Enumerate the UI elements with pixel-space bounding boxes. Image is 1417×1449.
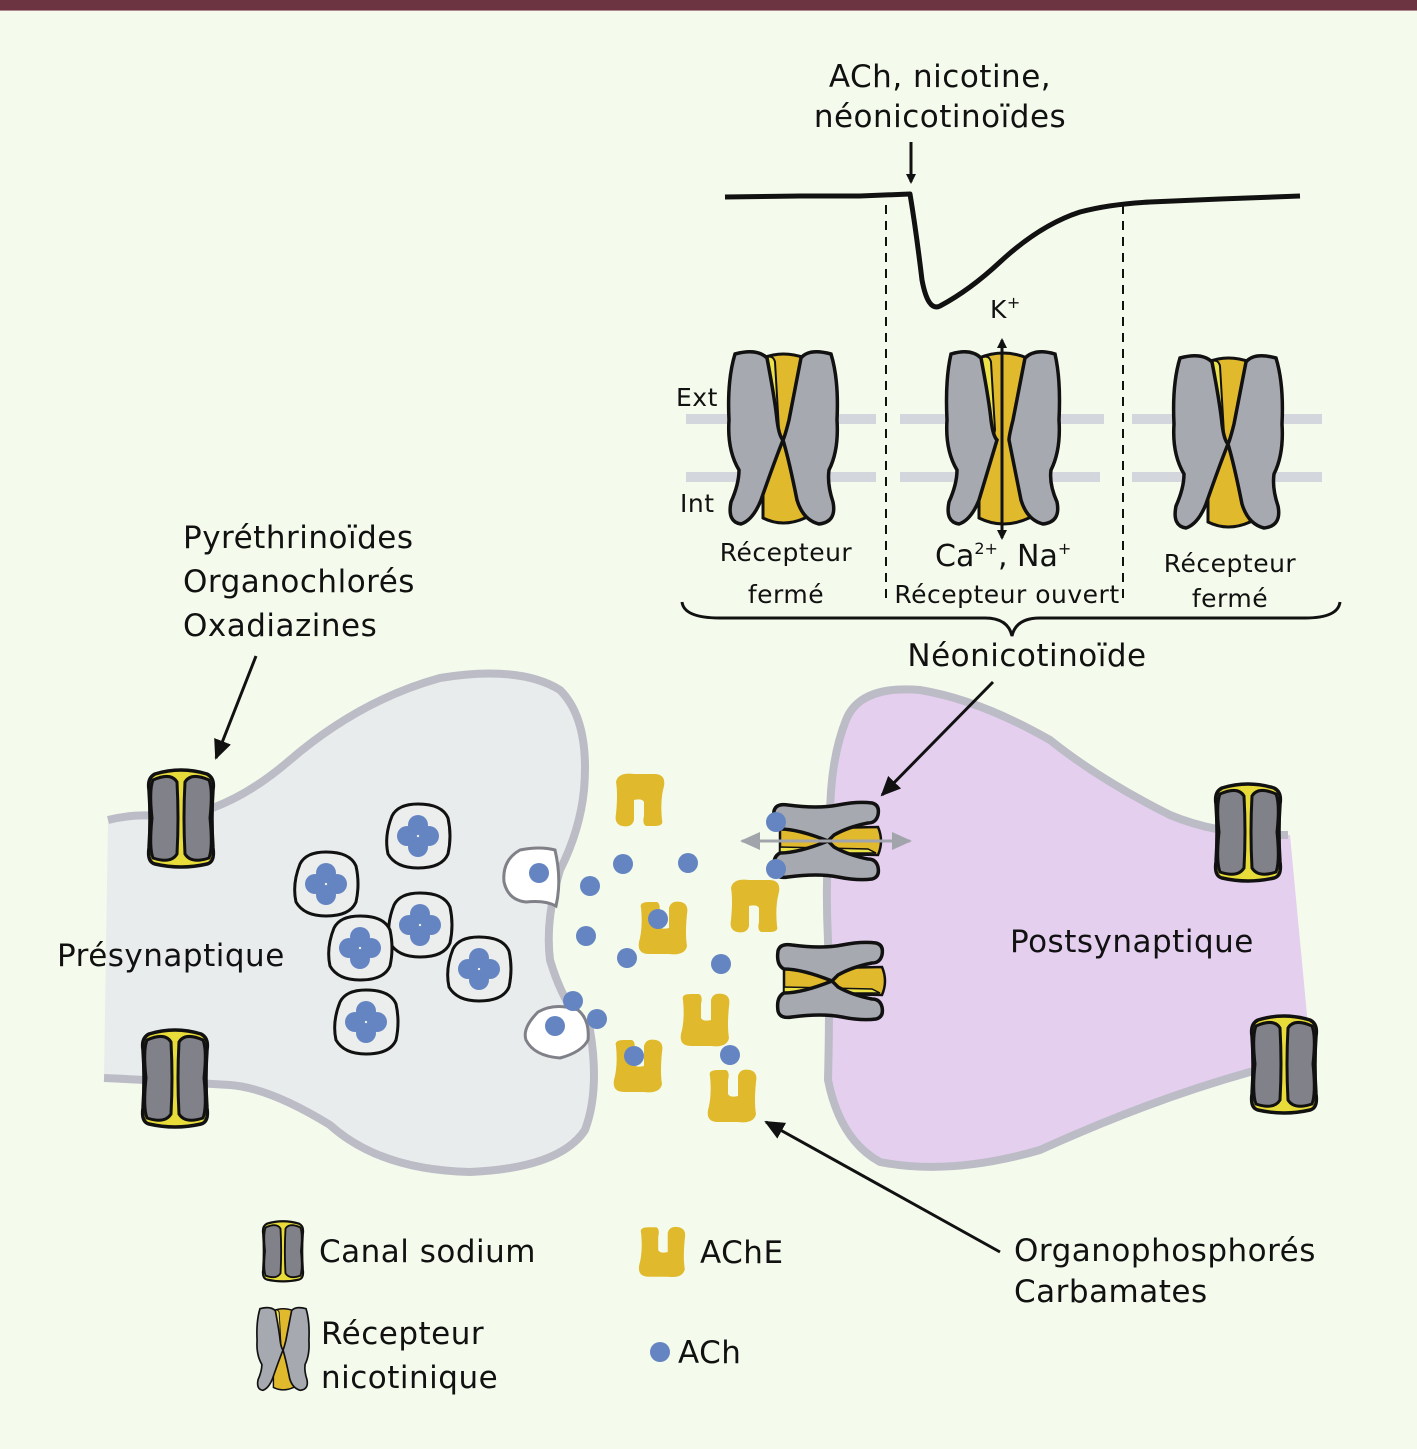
sodium-channel-postsynaptic-top-icon [1213,782,1283,883]
stimulus-label-line1: ACh, nicotine, [829,59,1051,95]
receptor-postsynaptic-icon [775,940,887,1022]
ache-target-arrow-icon [764,1120,1001,1254]
state-3-line2: fermé [1192,584,1268,613]
sodium-target-3: Oxadiazines [183,608,377,644]
ache-icon [730,879,780,933]
vesicle-icon [293,850,360,918]
curly-brace [680,601,1342,637]
legend-item-sodium-channel: Canal sodium [261,1220,536,1283]
ach-molecules [529,812,786,1066]
state-3-line1: Récepteur [1164,549,1297,578]
sodium-target-arrow-icon [214,655,258,760]
ach-molecule-icon [650,1342,670,1362]
nicotinic-receptor-icon [256,1306,310,1392]
sodium-channel-presynaptic-bottom-icon [140,1028,210,1129]
sodium-channel-icon [261,1220,305,1283]
current-trace-panel: ACh, nicotine, néonicotinoïdes Ext Int K… [676,59,1342,674]
int-label: Int [680,489,715,518]
sodium-channel-postsynaptic-bottom-icon [1249,1014,1319,1115]
vesicle-icon [333,988,400,1056]
vesicle-icon [385,802,452,870]
ache-enzymes [613,773,780,1123]
vesicle-icon [327,914,394,982]
legend-label-line2: nicotinique [321,1360,498,1396]
sodium-target-1: Pyréthrinoïdes [183,520,413,556]
ache-target-2: Carbamates [1014,1274,1208,1310]
ache-icon [707,1069,757,1123]
ache-icon [615,773,665,827]
top-banner [0,0,1417,11]
receptor-closed-2-icon [1171,354,1285,530]
sodium-target-2: Organochlorés [183,564,415,600]
legend: Canal sodium Récepteur nicotinique AChE … [256,1220,784,1396]
state-2-line1: Récepteur ouvert [894,580,1119,609]
k-ion-label: K+ [990,293,1021,324]
ext-label: Ext [676,383,718,412]
ache-icon [638,901,688,955]
postsynaptic-terminal [826,689,1312,1167]
sodium-channel-presynaptic-top-icon [146,768,216,869]
legend-item-nicotinic-receptor: Récepteur nicotinique [256,1306,498,1396]
presynaptic-label: Présynaptique [57,938,285,974]
ache-icon [680,993,730,1047]
legend-label: ACh [678,1335,741,1371]
ache-enzyme-icon [638,1226,686,1278]
ache-target-1: Organophosphorés [1014,1233,1316,1269]
legend-label: Canal sodium [319,1234,536,1270]
legend-label: AChE [700,1235,784,1271]
neonicotinoid-arrow-icon [880,680,995,797]
ca-na-ion-label: Ca2+, Na+ [935,539,1071,574]
legend-item-ache: AChE [638,1226,784,1278]
vesicle-icon [446,935,513,1003]
legend-item-ach: ACh [650,1335,741,1371]
state-1-line1: Récepteur [720,538,853,567]
neonicotinoid-label: Néonicotinoïde [907,638,1146,674]
state-1-line2: fermé [748,580,824,609]
legend-label-line1: Récepteur [321,1316,484,1352]
postsynaptic-label: Postsynaptique [1010,924,1254,960]
current-trace-line [724,191,1301,310]
vesicle-icon [387,891,454,959]
stimulus-label-line2: néonicotinoïdes [814,99,1066,135]
receptor-closed-1-icon [726,350,840,526]
